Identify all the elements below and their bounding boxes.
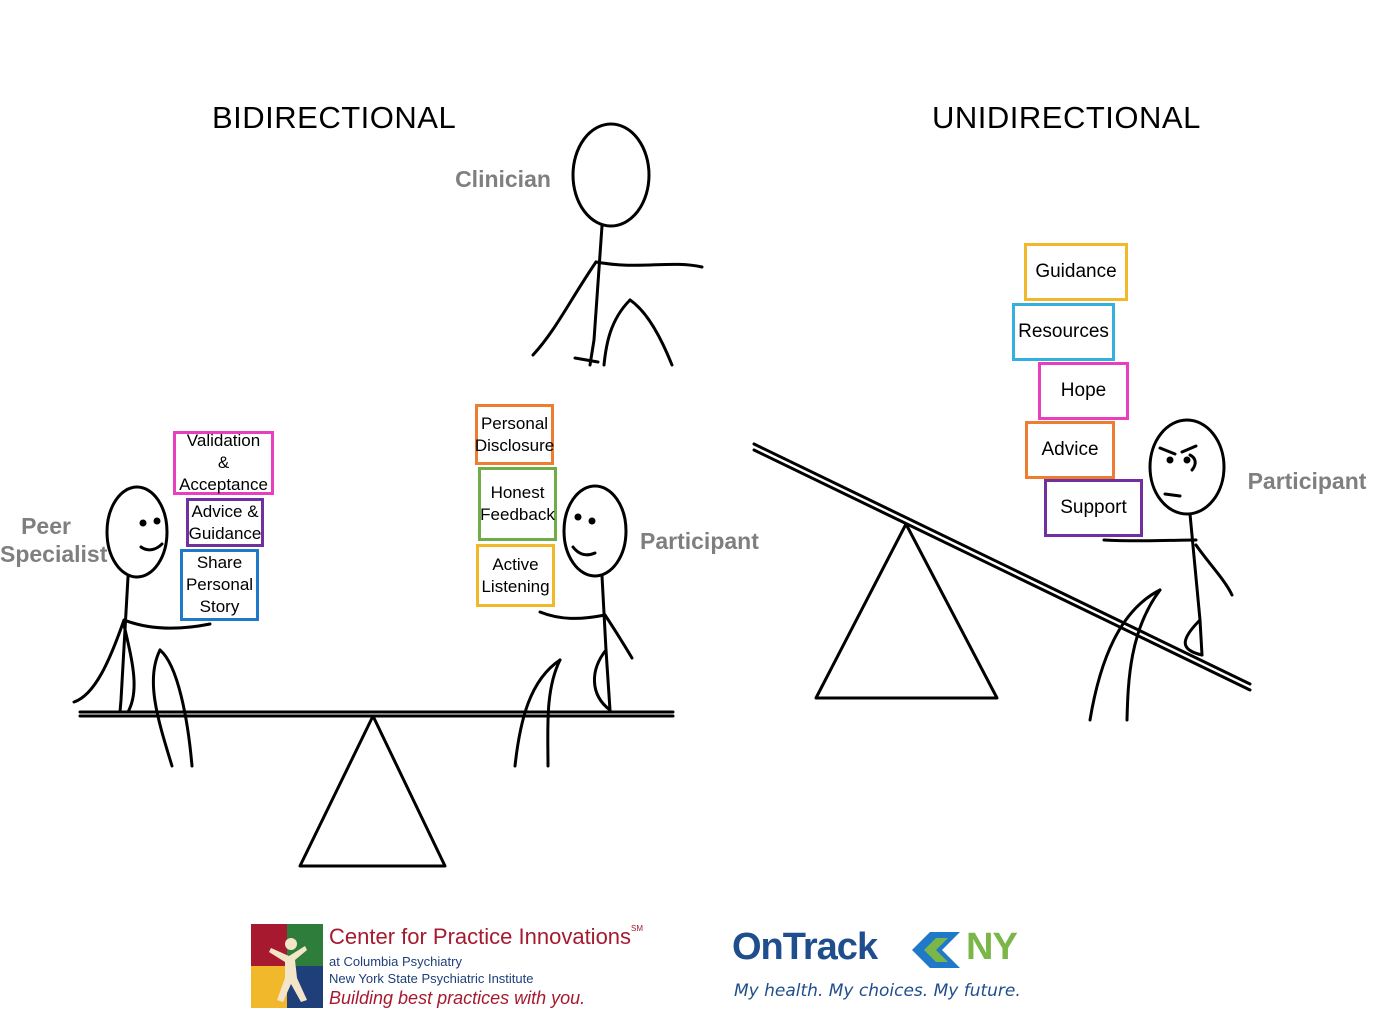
ny-wordmark: NY: [966, 926, 1018, 968]
cpi-name: Center for Practice InnovationsSM: [329, 924, 644, 949]
right-seesaw: [752, 442, 1252, 700]
box-resources: Resources: [1012, 303, 1115, 361]
peer-specialist-figure: [72, 485, 212, 768]
box-guidance: Guidance: [1024, 243, 1128, 301]
box-active-listening: Active Listening: [476, 544, 555, 607]
cpi-line1: at Columbia Psychiatry: [329, 954, 462, 969]
peer-specialist-label: Peer Specialist: [0, 513, 108, 567]
box-advice-guidance: Advice & Guidance: [186, 498, 264, 547]
box-share-personal-story: Share Personal Story: [180, 549, 259, 621]
cpi-logo: Center for Practice InnovationsSM at Col…: [251, 924, 671, 1014]
clinician-figure: [531, 122, 704, 367]
participant-left-label: Participant: [640, 528, 759, 554]
ontrack-arrow-icon: [912, 932, 960, 968]
participant-right-figure: [1088, 418, 1234, 722]
cpi-tagline: Building best practices with you.: [329, 988, 586, 1008]
cpi-mark-icon: [251, 924, 323, 1008]
cpi-line2: New York State Psychiatric Institute: [329, 971, 534, 986]
unidirectional-title: UNIDIRECTIONAL: [932, 100, 1201, 135]
box-support: Support: [1044, 479, 1143, 537]
box-validation-acceptance: Validation & Acceptance: [173, 431, 274, 495]
ontrackny-logo: OnTrack NY My health. My choices. My fut…: [732, 926, 1042, 1006]
box-advice: Advice: [1025, 421, 1115, 479]
bidirectional-title: BIDIRECTIONAL: [212, 100, 457, 135]
participant-right-label: Participant: [1247, 468, 1367, 494]
box-honest-feedback: Honest Feedback: [478, 467, 557, 541]
clinician-label: Clinician: [455, 166, 551, 192]
box-personal-disclosure: Personal Disclosure: [475, 404, 554, 465]
ontrack-tagline: My health. My choices. My future.: [734, 981, 1021, 1001]
cpi-service-mark: SM: [631, 924, 644, 933]
box-hope: Hope: [1038, 362, 1129, 420]
left-seesaw: [78, 710, 675, 868]
participant-left-figure: [513, 484, 634, 768]
ontrack-wordmark: OnTrack: [732, 926, 878, 968]
